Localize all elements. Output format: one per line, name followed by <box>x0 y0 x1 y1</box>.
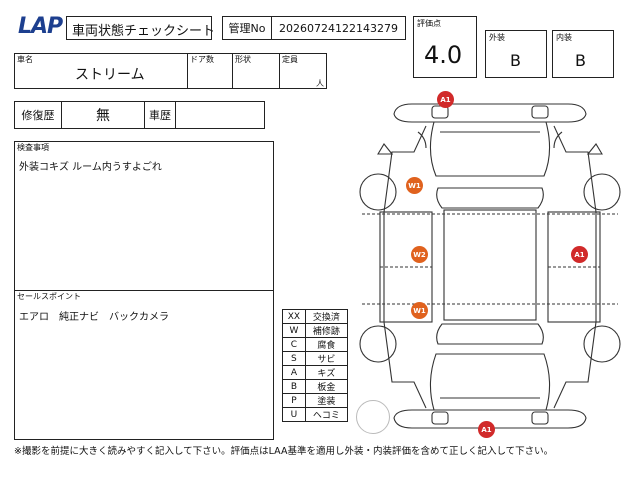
shape-label: 形状 <box>235 55 251 64</box>
exterior-score-box: 外装 B <box>485 30 547 78</box>
wheel-rear-right <box>583 325 621 363</box>
rear-bumper <box>393 409 587 429</box>
legend-meaning: 塗装 <box>304 393 349 408</box>
doors-label: ドア数 <box>190 55 214 64</box>
legend-meaning: キズ <box>304 365 349 380</box>
overall-score-label: 評価点 <box>417 19 441 28</box>
inspection-label: 検査事項 <box>17 143 49 152</box>
wheel-front-right <box>583 173 621 211</box>
damage-mark: A1 <box>437 91 454 108</box>
trunk <box>429 353 551 411</box>
doors-box: ドア数 <box>187 53 233 89</box>
legend-code: B <box>282 379 306 394</box>
footer-note: ※撮影を前提に大きく読みやすく記入して下さい。評価点はLAA基準を適用し外装・内… <box>14 446 554 457</box>
car-name: ストリーム <box>75 67 145 83</box>
overall-score: 4.0 <box>424 41 463 69</box>
damage-mark: A1 <box>478 421 495 438</box>
legend-code: W <box>282 323 306 338</box>
hood <box>429 121 551 177</box>
sales-text: エアロ 純正ナビ バックカメラ <box>19 312 169 323</box>
damage-mark: W1 <box>411 302 428 319</box>
car-name-box: 車名 ストリーム <box>14 53 188 89</box>
title-box <box>66 16 212 40</box>
car-damage-diagram <box>359 103 621 429</box>
inspection-box: 検査事項 外装コキズ ルーム内うすよごれ <box>14 141 274 291</box>
exterior-score-label: 外装 <box>489 33 505 42</box>
legend-meaning: 腐食 <box>304 337 349 352</box>
sales-label: セールスポイント <box>17 292 81 301</box>
sheet-title: 車両状態チェックシート <box>72 24 216 39</box>
damage-mark: A1 <box>571 246 588 263</box>
mgmt-number: 20260724122143279 <box>271 16 406 40</box>
legend-code: XX <box>282 309 306 324</box>
wheel-front-left <box>359 173 397 211</box>
legend-code: A <box>282 365 306 380</box>
rear-window <box>436 323 544 345</box>
car-history-label: 車歴 <box>144 101 176 129</box>
interior-score: B <box>575 51 586 70</box>
legend-code: P <box>282 393 306 408</box>
inspection-text: 外装コキズ ルーム内うすよごれ <box>19 162 162 173</box>
overall-score-box: 評価点 4.0 <box>413 16 477 78</box>
wheel-rear-left <box>359 325 397 363</box>
legend-meaning: サビ <box>304 351 349 366</box>
damage-mark: W2 <box>411 246 428 263</box>
stamp-circle <box>356 400 390 434</box>
legend-code: S <box>282 351 306 366</box>
legend-meaning: 板金 <box>304 379 349 394</box>
damage-mark: W1 <box>406 177 423 194</box>
mgmt-label: 管理No <box>222 16 272 40</box>
legend-code: C <box>282 337 306 352</box>
repair-value: 無 <box>61 101 145 129</box>
roof <box>443 209 537 321</box>
interior-score-label: 内装 <box>556 33 572 42</box>
legend-meaning: ヘコミ <box>304 407 349 422</box>
legend-meaning: 交換済 <box>304 309 349 324</box>
legend-code: U <box>282 407 306 422</box>
car-history-value <box>175 101 265 129</box>
logo: LAP <box>18 14 63 39</box>
legend-meaning: 補修跡 <box>304 323 349 338</box>
car-name-label: 車名 <box>17 55 33 64</box>
capacity-label: 定員 <box>282 55 298 64</box>
capacity-box: 定員 人 <box>279 53 327 89</box>
capacity-unit: 人 <box>316 79 324 88</box>
body-outline <box>383 125 427 409</box>
sales-box: セールスポイント エアロ 純正ナビ バックカメラ <box>14 290 274 440</box>
front-bumper <box>393 103 587 123</box>
exterior-score: B <box>510 51 521 70</box>
repair-label: 修復歴 <box>14 101 62 129</box>
interior-score-box: 内装 B <box>552 30 614 78</box>
shape-box: 形状 <box>232 53 280 89</box>
windshield <box>436 187 544 209</box>
